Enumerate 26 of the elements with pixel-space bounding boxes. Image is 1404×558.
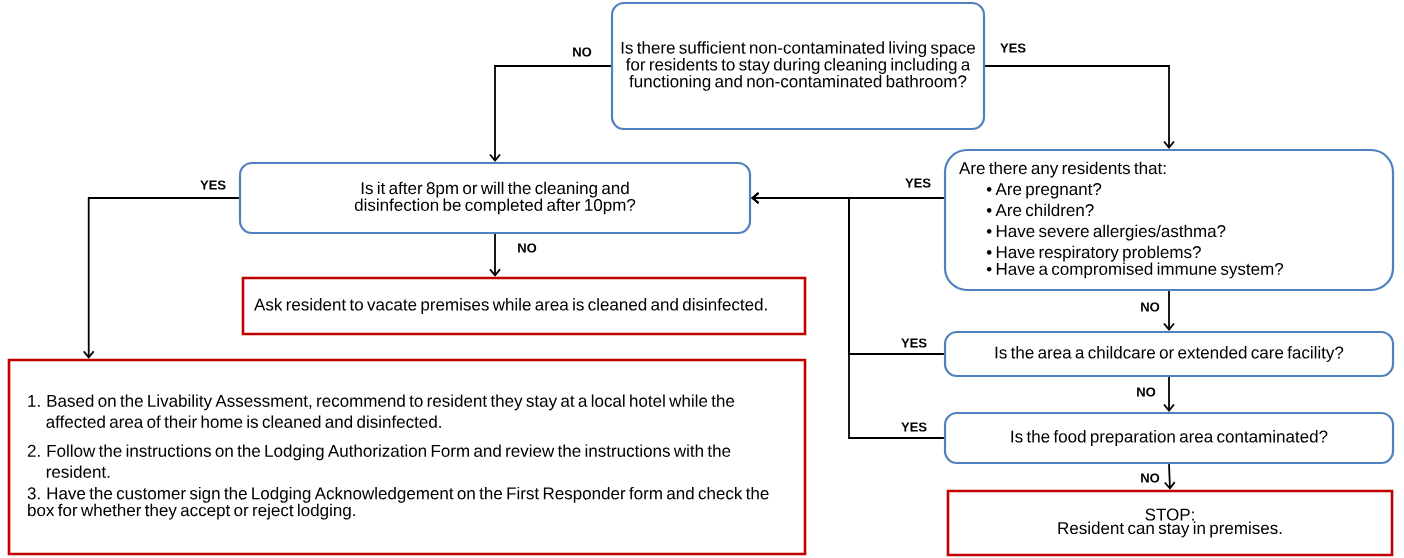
action-box: 1. Based on the Livability Assessment, recommend to resident they stay at a local hotel while the affected area of their home is cleaned and disinfected. 2. Follow the instructions on the Lodging Authorization Form and review the instructions with the resident. 3. Have the customer sign the Lodging Acknowledgement on the First Responder form and check the box for whether they accept or reject lodging. [7, 358, 807, 556]
decision-box: Is the area a childcare or extended care facility? [943, 330, 1395, 378]
arrow [1163, 376, 1175, 412]
edge-label: NO [573, 47, 592, 57]
edge-label: NO [518, 243, 537, 253]
arrow [489, 65, 612, 162]
edge-label: YES [1000, 43, 1026, 53]
decision-box: Is the food preparation area contaminated? [943, 411, 1395, 465]
action-box: STOP: Resident can stay in premises. [946, 489, 1394, 557]
edge-label: NO [1141, 473, 1160, 483]
edge-label: NO [1141, 302, 1160, 312]
arrow [751, 192, 945, 439]
decision-box: Is there sufficient non-contaminated living space for residents to stay during cleaning including a functioning and non-contaminated bathroom? [610, 1, 986, 131]
decision-box: Is it after 8pm or will the cleaning and disinfection be completed after 10pm? [238, 161, 752, 235]
action-box: Ask resident to vacate premises while area is cleaned and disinfected. [241, 276, 807, 336]
arrow [1163, 290, 1175, 331]
arrow [82, 197, 240, 359]
edge-label: YES [901, 338, 927, 348]
decision-box: Are there any residents that: • Are pregnant? • Are children? • Have severe allergies/asthma? • Have respiratory problems? • Have a compromised immune system? [943, 148, 1395, 292]
edge-label: YES [901, 422, 927, 432]
arrow [489, 233, 501, 277]
edge-label: NO [1137, 387, 1156, 397]
edge-label: YES [905, 178, 931, 188]
arrow [984, 65, 1175, 149]
edge-label: YES [200, 180, 226, 190]
arrow [1163, 463, 1176, 490]
